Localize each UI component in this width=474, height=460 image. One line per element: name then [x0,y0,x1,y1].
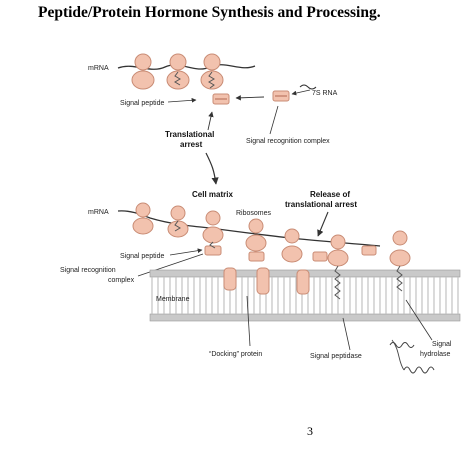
ribosome-bottom-3 [202,210,224,256]
src-released-1 [312,251,328,262]
protein-coil-1 [389,342,415,348]
ribosome-bottom-1 [132,202,154,235]
cell-matrix-label: Cell matrix [192,190,233,199]
docking-protein-3 [296,269,310,295]
ribosome-bottom-6 [327,234,349,267]
translational-arrest-label-2: arrest [180,140,203,149]
page-title: Peptide/Protein Hormone Synthesis and Pr… [38,4,381,21]
src-label-bottom-2: complex [108,277,135,284]
docking-protein-1 [223,267,237,291]
signal-peptidase-label: Signal peptidase [310,353,362,360]
ribosome-top-2 [166,53,190,90]
signal-hydrolase-label-2: hydrolase [420,351,450,358]
signal-hydrolase-label-1: Signal [432,341,452,348]
protein-coil-2 [403,366,435,374]
signal-peptide-label-top: Signal peptide [120,100,164,107]
rna-7s-label: 7S RNA [312,90,338,97]
ribosome-bottom-4 [245,218,267,262]
ribosome-bottom-7 [389,230,411,267]
translational-arrest-label-1: Translational [165,130,214,139]
src-complex-top-bound [212,93,230,105]
docking-protein-label: “Docking” protein [209,351,262,358]
mrna-label-top: mRNA [88,65,109,72]
src-complex-top-free [272,90,290,102]
release-label-1: Release of [310,190,350,199]
rna-7s-squiggle [299,84,317,90]
ribosome-top-1 [131,53,155,90]
ribosome-top-3 [200,53,224,90]
membrane-label: Membrane [156,296,190,303]
release-label-2: translational arrest [285,200,357,209]
src-released-2 [361,245,377,256]
ribosomes-label: Ribosomes [236,210,272,217]
docking-protein-2 [256,267,270,295]
page-number: 3 [307,424,313,438]
signal-peptide-label-bottom: Signal peptide [120,253,164,260]
ribosome-bottom-5 [281,228,303,263]
src-complex-label-top: Signal recognition complex [246,138,330,145]
mrna-label-bottom: mRNA [88,209,109,216]
src-label-bottom-1: Signal recognition [60,267,116,274]
ribosome-bottom-2 [167,205,189,238]
